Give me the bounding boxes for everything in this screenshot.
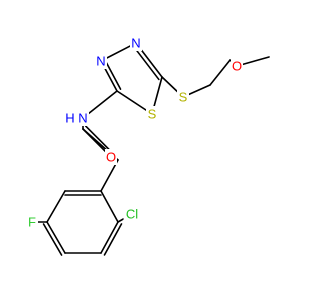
atom-label-thiadiazole-n3: N <box>96 54 105 69</box>
atom-label-carbonyl-o: O <box>106 150 116 165</box>
bond-thiadiazole-double <box>103 58 122 90</box>
atom-label-amide-n-background <box>77 110 89 126</box>
atom-label-chlorine-background <box>123 206 141 222</box>
bond-ring <box>100 190 119 223</box>
atom-label-carbonyl-o-background <box>105 149 117 165</box>
atom-label-thiadiazole-n3-background <box>95 53 107 69</box>
atom-label-thiadiazole-s-background <box>146 106 158 122</box>
atom-label-amide-h: H <box>65 111 74 126</box>
bond-ring-double <box>42 223 63 256</box>
bond-ring <box>46 221 66 254</box>
bond-ring-ch2 <box>100 159 119 192</box>
bond-thiadiazole-double <box>132 44 160 81</box>
atom-label-ether-o-background <box>231 58 243 74</box>
atom-label-amide-h-background <box>64 110 76 126</box>
atom-label-thioether-s-background <box>177 89 189 105</box>
bond-lines <box>31 42 270 256</box>
atom-label-amide-n: N <box>78 111 87 126</box>
bond-ring <box>46 190 66 223</box>
atom-label-thiadiazole-s: S <box>148 107 157 122</box>
bond-ch2-ch2 <box>209 59 231 86</box>
bond-ring <box>100 221 119 254</box>
atom-label-chlorine: Cl <box>126 207 138 222</box>
atom-label-fluorine: F <box>28 215 36 230</box>
atom-label-thiadiazole-n4-background <box>130 35 142 51</box>
atom-label-ether-o: O <box>232 59 242 74</box>
atom-label-fluorine-background <box>26 214 38 230</box>
bond-ring-double <box>103 223 123 256</box>
atom-label-thioether-s: S <box>179 90 188 105</box>
atom-label-thiadiazole-n4: N <box>131 36 140 51</box>
